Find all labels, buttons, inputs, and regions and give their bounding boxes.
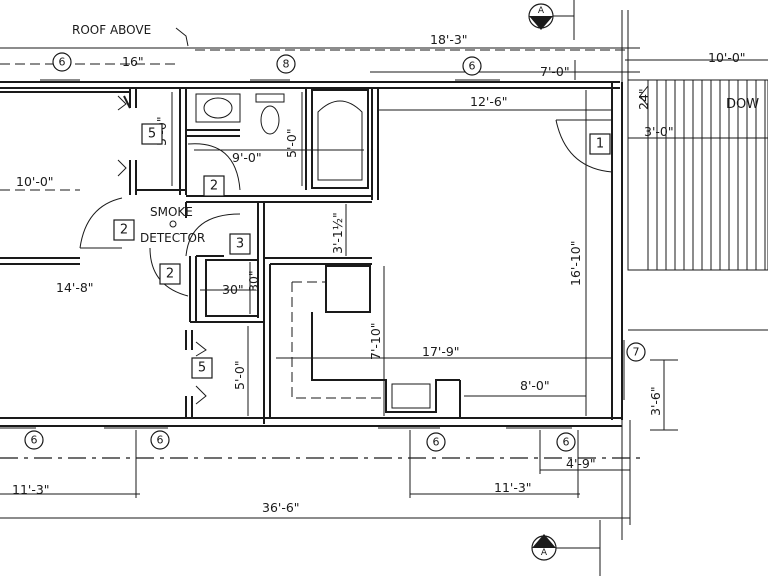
svg-text:2: 2 xyxy=(120,223,128,238)
dim-bottom-11-3-left: 11'-3" xyxy=(12,482,50,497)
detector-label: DETECTOR xyxy=(140,231,205,245)
dim-left-14-8: 14'-8" xyxy=(56,280,94,295)
dim-small-24: 24" xyxy=(636,88,651,110)
dim-closet-5-0-lower: 5'-0" xyxy=(232,360,247,390)
dim-hall-3-1-5: 3'-1½" xyxy=(330,212,345,254)
smoke-label: SMOKE xyxy=(150,205,193,219)
room-tag-5-upper: 5 xyxy=(141,123,163,145)
dim-left-10-0: 10'-0" xyxy=(16,174,54,189)
dim-top-run: 18'-3" xyxy=(430,32,468,47)
section-marker-top: A xyxy=(528,3,574,30)
svg-text:6: 6 xyxy=(31,434,38,447)
room-tag-1: 1 xyxy=(589,133,611,155)
svg-text:5: 5 xyxy=(148,127,156,142)
svg-text:3: 3 xyxy=(236,237,244,252)
dim-closet-30-h: 30" xyxy=(222,282,244,297)
svg-text:8: 8 xyxy=(283,58,290,71)
svg-text:6: 6 xyxy=(59,56,66,69)
interior-walls xyxy=(0,88,461,424)
dim-side-3-6: 3'-6" xyxy=(648,386,663,416)
room-tag-5-lower: 5 xyxy=(191,357,213,379)
svg-text:2: 2 xyxy=(210,179,218,194)
dim-bath-9-0: 9'-0" xyxy=(232,150,262,165)
stair xyxy=(627,79,768,331)
window-tag-8: 8 xyxy=(276,54,296,74)
down-label: DOW xyxy=(726,97,759,112)
dim-overall: 36'-6" xyxy=(262,500,300,515)
svg-text:6: 6 xyxy=(469,60,476,73)
dim-room1-depth: 16'-10" xyxy=(568,240,583,286)
dim-kitchen-8-0: 8'-0" xyxy=(520,378,550,393)
window-tag-6-top-left: 6 xyxy=(52,52,72,72)
dim-room1-width: 12'-6" xyxy=(470,94,508,109)
window-tag-6-bottom-4: 6 xyxy=(556,432,576,452)
exterior-walls xyxy=(0,81,623,427)
bottom-dimension-lines xyxy=(0,0,678,576)
svg-text:6: 6 xyxy=(563,436,570,449)
window-marks xyxy=(0,79,625,429)
dim-counter-7-10: 7'-10" xyxy=(368,322,383,360)
svg-text:A: A xyxy=(538,6,545,16)
section-marker-bottom: A xyxy=(531,534,600,561)
svg-text:A: A xyxy=(541,548,548,558)
room-tag-3: 3 xyxy=(229,233,251,255)
svg-text:6: 6 xyxy=(433,436,440,449)
door-swings xyxy=(79,95,613,405)
room-tag-2-lower: 2 xyxy=(159,263,181,285)
window-tag-6-bottom-2: 6 xyxy=(150,430,170,450)
dim-bottom-11-3-right: 11'-3" xyxy=(494,480,532,495)
svg-text:5: 5 xyxy=(198,361,206,376)
room-tag-2-left: 2 xyxy=(113,219,135,241)
window-tag-6-bottom-1: 6 xyxy=(24,430,44,450)
svg-text:7: 7 xyxy=(633,346,640,359)
dim-bottom-4-9: 4'-9" xyxy=(566,456,596,471)
roof-above-label: ROOF ABOVE xyxy=(72,23,151,37)
window-tag-7: 7 xyxy=(626,342,646,362)
dim-bath-5-0: 5'-0" xyxy=(284,128,299,158)
room-tag-2-hall: 2 xyxy=(203,175,225,197)
window-tag-6-bottom-3: 6 xyxy=(426,432,446,452)
dim-stair-3-0: 3'-0" xyxy=(644,124,674,139)
svg-text:6: 6 xyxy=(157,434,164,447)
svg-text:1: 1 xyxy=(596,137,604,152)
dim-right-run: 10'-0" xyxy=(708,50,746,65)
dim-closet-30-v: 30" xyxy=(246,270,261,292)
window-tag-6-top-mid: 6 xyxy=(462,56,482,76)
svg-text:2: 2 xyxy=(166,267,174,282)
interior-dimension-lines xyxy=(0,90,612,416)
dim-room-17-9: 17'-9" xyxy=(422,344,460,359)
dim-overhang: 16" xyxy=(122,54,144,69)
dim-seven-zero: 7'-0" xyxy=(540,64,570,79)
